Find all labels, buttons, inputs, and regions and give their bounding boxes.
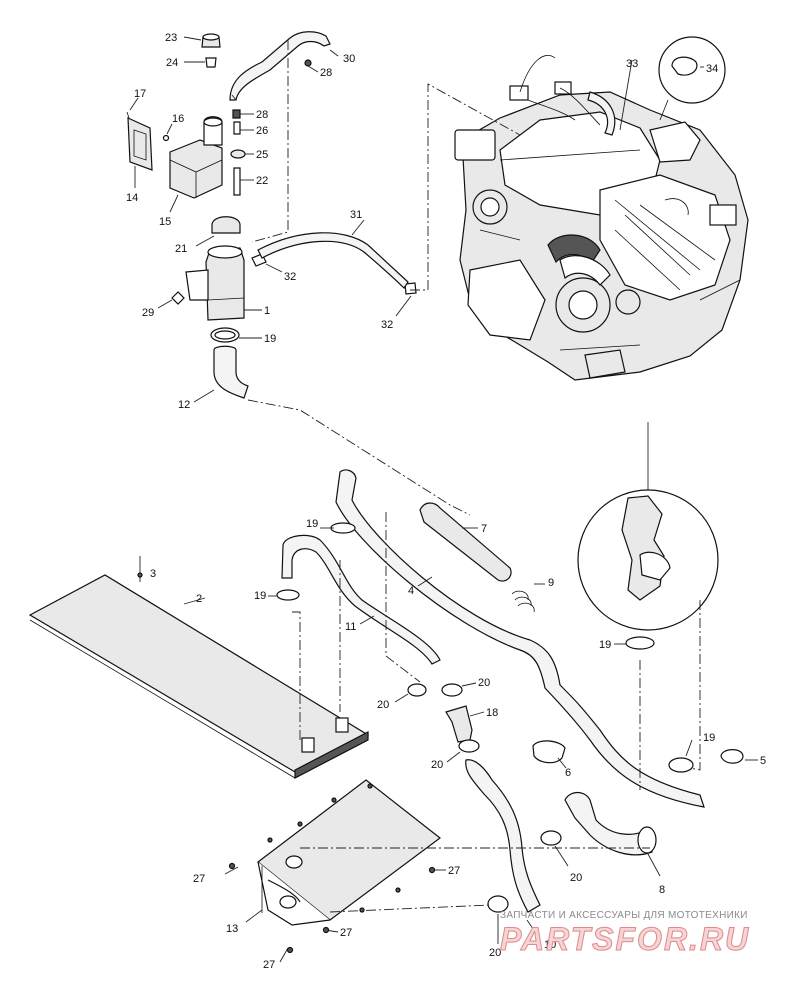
coolant-reservoir-group: [126, 31, 417, 399]
callout-11: 11: [345, 621, 356, 633]
radiator-and-cover: [28, 574, 441, 926]
callouts: 23 24 30 28 28 26 25 22 17 16 14 15 31 2…: [126, 32, 766, 971]
callout-27-right: 27: [448, 865, 460, 877]
callout-12: 12: [178, 399, 190, 411]
detail-circle-34: [658, 36, 726, 121]
engine-assembly: [454, 54, 749, 381]
callout-3: 3: [150, 568, 156, 580]
callout-16: 16: [172, 113, 184, 125]
callout-2: 2: [196, 593, 202, 605]
callout-23: 23: [165, 32, 177, 44]
callout-6: 6: [565, 767, 571, 779]
callout-19-upper-hose: 19: [306, 518, 318, 530]
callout-20-lower: 20: [570, 872, 582, 884]
callout-27-lowest: 27: [263, 959, 275, 971]
callout-19-reservoir: 19: [264, 333, 276, 345]
callout-19-thermostat: 19: [599, 639, 611, 651]
callout-25: 25: [256, 149, 268, 161]
callout-30: 30: [343, 53, 355, 65]
callout-20-right: 20: [478, 677, 490, 689]
callout-26: 26: [256, 125, 268, 137]
callout-13: 13: [226, 923, 238, 935]
watermark-caption: ЗАПЧАСТИ И АКСЕССУАРЫ ДЛЯ МОТОТЕХНИКИ: [500, 910, 748, 921]
callout-29: 29: [142, 307, 154, 319]
callout-18: 18: [486, 707, 498, 719]
hoses-group: [276, 469, 744, 913]
callout-9: 9: [548, 577, 554, 589]
callout-27-left: 27: [193, 873, 205, 885]
callout-33: 33: [626, 58, 638, 70]
callout-22: 22: [256, 175, 268, 187]
callout-20-left: 20: [377, 699, 389, 711]
callout-34: 34: [706, 63, 718, 75]
callout-19-right: 19: [703, 732, 715, 744]
callout-20-middle: 20: [431, 759, 443, 771]
callout-7: 7: [481, 523, 487, 535]
callout-14: 14: [126, 192, 138, 204]
callout-10: 10: [544, 939, 556, 951]
callout-20-bottom: 20: [489, 947, 501, 959]
callout-17: 17: [134, 88, 146, 100]
hardware-dots: [137, 572, 436, 954]
watermark: ЗАПЧАСТИ И АКСЕССУАРЫ ДЛЯ МОТОТЕХНИКИ PA…: [500, 910, 750, 958]
callout-28-top: 28: [320, 67, 332, 79]
callout-28-fitting: 28: [256, 109, 268, 121]
callout-1: 1: [264, 305, 270, 317]
callout-19-left: 19: [254, 590, 266, 602]
detail-circle-thermostat: [577, 422, 719, 631]
callout-15: 15: [159, 216, 171, 228]
connection-lines: [231, 40, 701, 913]
callout-27-bottom: 27: [340, 927, 352, 939]
callout-5: 5: [760, 755, 766, 767]
watermark-brand: PARTSFOR.RU: [500, 921, 750, 957]
callout-4: 4: [408, 585, 414, 597]
callout-32-lower: 32: [381, 319, 393, 331]
callout-21: 21: [175, 243, 187, 255]
callout-24: 24: [166, 57, 178, 69]
callout-31: 31: [350, 209, 362, 221]
callout-32-upper: 32: [284, 271, 296, 283]
callout-8: 8: [659, 884, 665, 896]
